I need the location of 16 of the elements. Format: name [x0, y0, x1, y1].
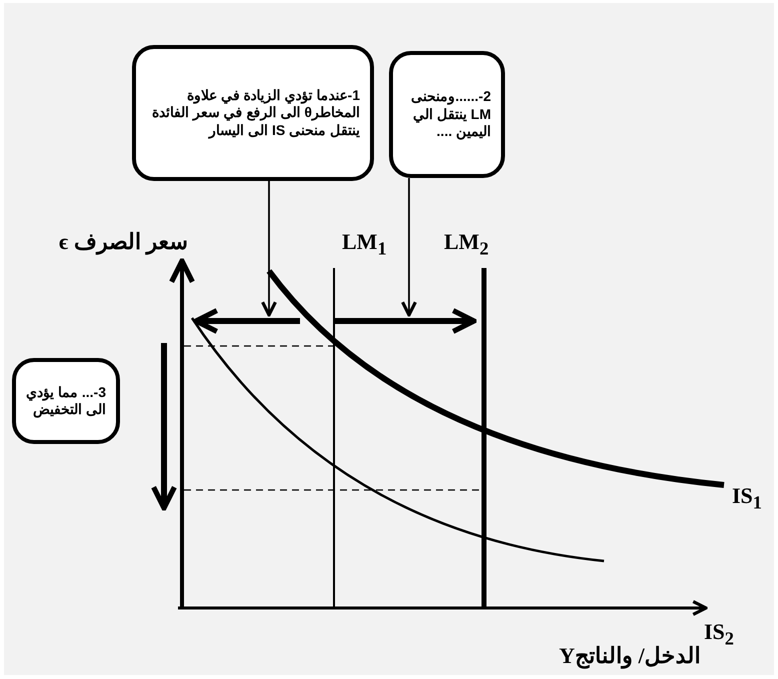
curve-label: IS$_{2}$	[704, 619, 734, 650]
shift-arrow	[334, 308, 477, 334]
axis-label: الدخل/ والناتجY	[559, 643, 701, 668]
curve-label: LM$_{1}$	[342, 229, 387, 260]
curve-label: LM$_{2}$	[444, 229, 489, 260]
callout-text: 1-عندما تؤدي الزيادة في علاوة المخاطرθ الى الرفع في سعر الفائدة ينتقل منحنى IS الى اليسار	[150, 86, 360, 140]
leader-line	[261, 181, 277, 317]
callout-text: 3-... مما يؤدي الى التخفيض	[26, 384, 106, 418]
callout-box	[389, 51, 505, 178]
leader-line	[401, 178, 417, 317]
callout-box	[12, 358, 120, 444]
callout-box	[132, 45, 374, 181]
axis-label: سعر الصرف ϵ	[59, 229, 188, 254]
shift-arrow	[193, 308, 300, 334]
curve-label: IS$_{1}$	[732, 483, 762, 514]
callout-text: 2-......ومنحنى LM ينتقل الي اليمين ....	[410, 88, 491, 141]
